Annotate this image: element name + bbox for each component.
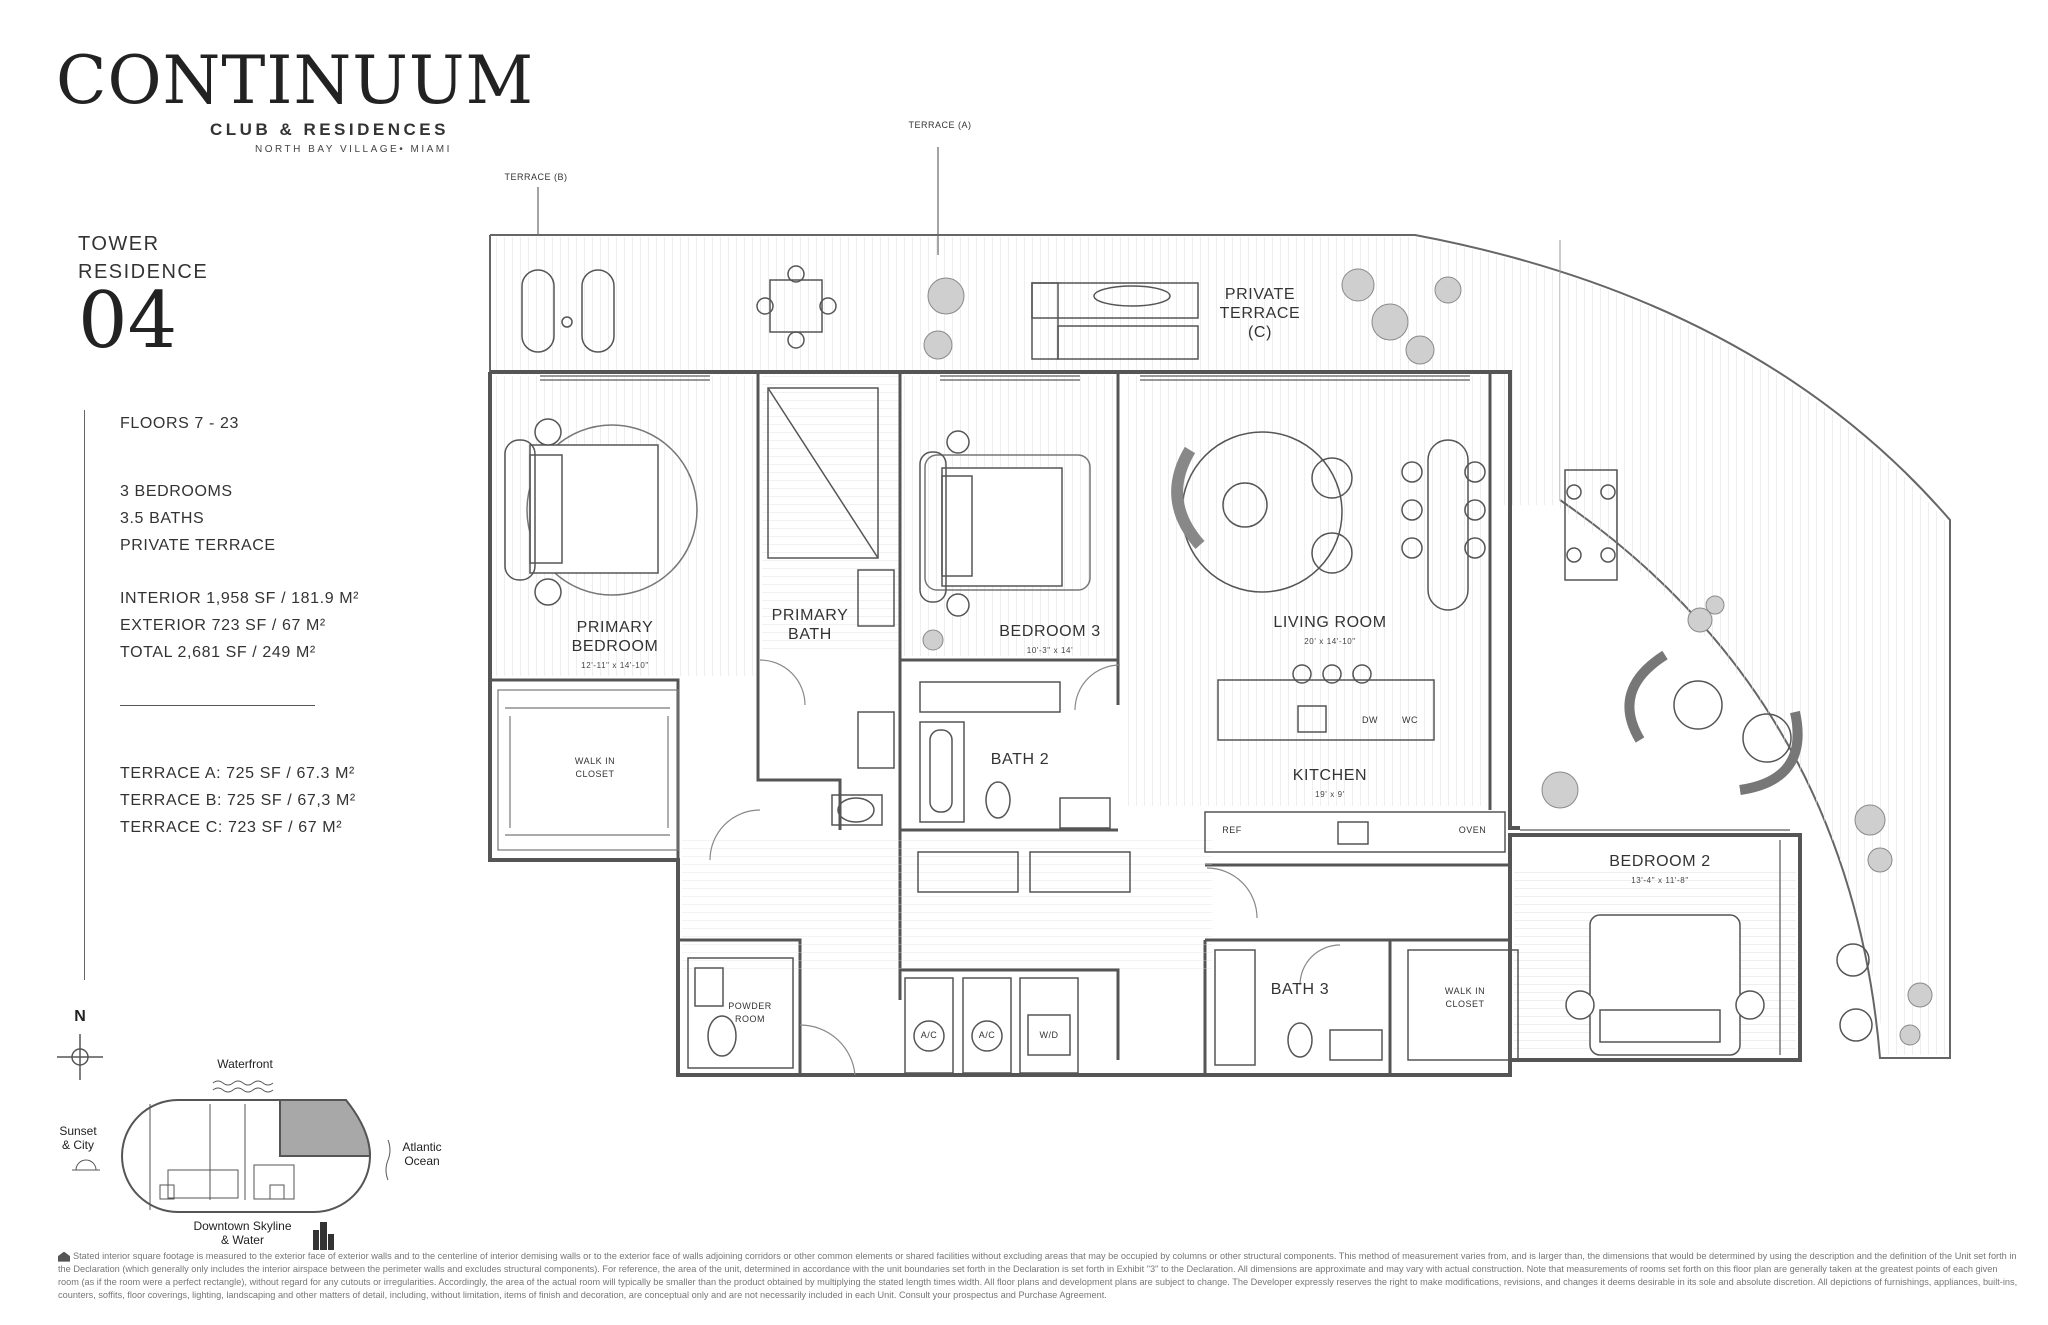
brand-logo-wordmark: CONTINUUM [56,42,535,119]
unit-type-line2: RESIDENCE [78,261,209,283]
label-walk-in-closet-l2: CLOSET [575,769,615,779]
primary-bath-fixtures [767,387,895,826]
label-living-room-name: LIVING ROOM [1273,614,1387,631]
primary-bedroom-furniture [504,418,698,606]
spec-terraces: TERRACE A: 725 SF / 67.3 M² TERRACE B: 7… [120,760,356,841]
label-bedroom2-name: BEDROOM 2 [1609,853,1711,870]
bath3-closet-fixtures [1214,949,1519,1066]
keyplan-atlantic-l2: Ocean [404,1154,440,1168]
spec-divider [120,705,315,706]
label-primary-bedroom: PRIMARY BEDROOM 12'-11" x 14'-10" [560,618,670,675]
keyplan-atlantic-l1: Atlantic [402,1140,442,1154]
label-bath3: BATH 3 [1270,981,1330,998]
label-bath2: BATH 2 [990,751,1050,768]
equal-housing-icon [58,1251,70,1262]
spec-bedrooms: 3 BEDROOMS [120,483,233,500]
label-wc: WC [1402,715,1418,725]
bath2-fixtures [917,681,1131,893]
spec-areas: INTERIOR 1,958 SF / 181.9 M² EXTERIOR 72… [120,585,359,666]
label-primary-bath-l1: PRIMARY [771,607,849,624]
label-dw: DW [1362,715,1378,725]
label-ref: REF [1222,825,1242,835]
terrace-furniture [521,265,1873,1042]
label-walk-in-closet-2: WALK IN CLOSET [1425,985,1505,1011]
label-primary-bedroom-dim: 12'-11" x 14'-10" [581,661,649,670]
terrace-plants [922,268,1933,1046]
spec-rooms: 3 BEDROOMS 3.5 BATHS PRIVATE TERRACE [120,478,276,559]
brand-location: NORTH BAY VILLAGE• MIAMI [255,144,452,155]
keyplan-downtown: Downtown Skyline & Water [180,1219,305,1247]
terrace-floor-hatch [492,237,1946,1055]
label-ac-2: A/C [978,1030,996,1040]
label-private-terrace-l3: (C) [1247,324,1272,341]
keyplan-downtown-l2: & Water [221,1233,264,1247]
keyplan-waterfront: Waterfront [217,1057,273,1071]
unit-number: 04 [78,276,178,366]
label-living-room: LIVING ROOM 20' x 14'-10" [1260,613,1400,651]
spec-baths: 3.5 BATHS [120,510,205,527]
label-bedroom3: BEDROOM 3 10'-3" x 14' [985,622,1115,660]
label-powder-room-l1: POWDER [728,1001,772,1011]
label-primary-bath: PRIMARY BATH [765,606,855,644]
label-ac-1: A/C [920,1030,938,1040]
spec-terrace-b: TERRACE B: 725 SF / 67,3 M² [120,792,356,809]
legal-disclaimer-text: Stated interior square footage is measur… [58,1251,2018,1300]
unit-type-line1: TOWER [78,233,160,255]
legal-disclaimer: Stated interior square footage is measur… [58,1250,2018,1302]
spec-exterior: EXTERIOR 723 SF / 67 M² [120,617,326,634]
utility-units [687,957,1079,1074]
unit-type-heading: TOWER RESIDENCE [78,230,208,286]
brand-subtitle: CLUB & RESIDENCES [210,120,449,139]
label-walk-in-closet-2-l2: CLOSET [1445,999,1485,1009]
label-primary-bedroom-l1: PRIMARY [576,619,654,636]
label-walk-in-closet-l1: WALK IN [574,756,616,766]
label-bedroom3-name: BEDROOM 3 [999,623,1101,640]
spec-floors: FLOORS 7 - 23 [120,415,239,432]
walk-in-closet-shelving [497,689,679,851]
bedroom3-furniture [919,430,1091,617]
key-plan [72,1080,391,1250]
label-terrace-a: TERRACE (A) [908,120,972,130]
keyplan-atlantic: Atlantic Ocean [392,1140,452,1168]
label-private-terrace-l1: PRIVATE [1224,286,1296,303]
door-swings [709,659,1341,1076]
label-oven: OVEN [1458,825,1487,835]
label-primary-bedroom-l2: BEDROOM [571,638,659,655]
label-private-terrace: PRIVATE TERRACE (C) [1210,285,1310,342]
label-powder-room: POWDER ROOM [715,1000,785,1026]
spec-terrace: PRIVATE TERRACE [120,537,276,554]
north-compass [57,1034,103,1080]
label-walk-in-closet: WALK IN CLOSET [555,755,635,781]
vertical-divider [84,410,85,980]
label-living-room-dim: 20' x 14'-10" [1304,637,1356,646]
spec-terrace-a: TERRACE A: 725 SF / 67.3 M² [120,765,355,782]
label-primary-bath-l2: BATH [788,626,832,643]
keyplan-downtown-l1: Downtown Skyline [193,1219,292,1233]
north-label: N [74,1008,86,1025]
label-bedroom3-dim: 10'-3" x 14' [1026,646,1074,655]
spec-total: TOTAL 2,681 SF / 249 M² [120,644,316,661]
label-private-terrace-l2: TERRACE [1219,305,1301,322]
label-kitchen: KITCHEN 19' x 9' [1275,766,1385,804]
label-kitchen-dim: 19' x 9' [1315,790,1345,799]
keyplan-sunset-l1: Sunset [59,1124,97,1138]
label-terrace-b: TERRACE (B) [504,172,568,182]
label-bedroom2: BEDROOM 2 13'-4" x 11'-8" [1595,852,1725,890]
label-walk-in-closet-2-l1: WALK IN [1444,986,1486,996]
keyplan-sunset-l2: & City [61,1138,94,1152]
label-wd: W/D [1039,1030,1059,1040]
living-room-furniture [1171,431,1506,853]
bedroom2-furniture [1565,914,1765,1056]
spec-terrace-c: TERRACE C: 723 SF / 67 M² [120,819,343,836]
windows [540,375,1790,1055]
spec-interior: INTERIOR 1,958 SF / 181.9 M² [120,590,360,607]
label-bedroom2-dim: 13'-4" x 11'-8" [1631,876,1689,885]
label-kitchen-name: KITCHEN [1292,767,1368,784]
label-powder-room-l2: ROOM [735,1014,765,1024]
keyplan-sunset: Sunset & City [48,1124,108,1152]
